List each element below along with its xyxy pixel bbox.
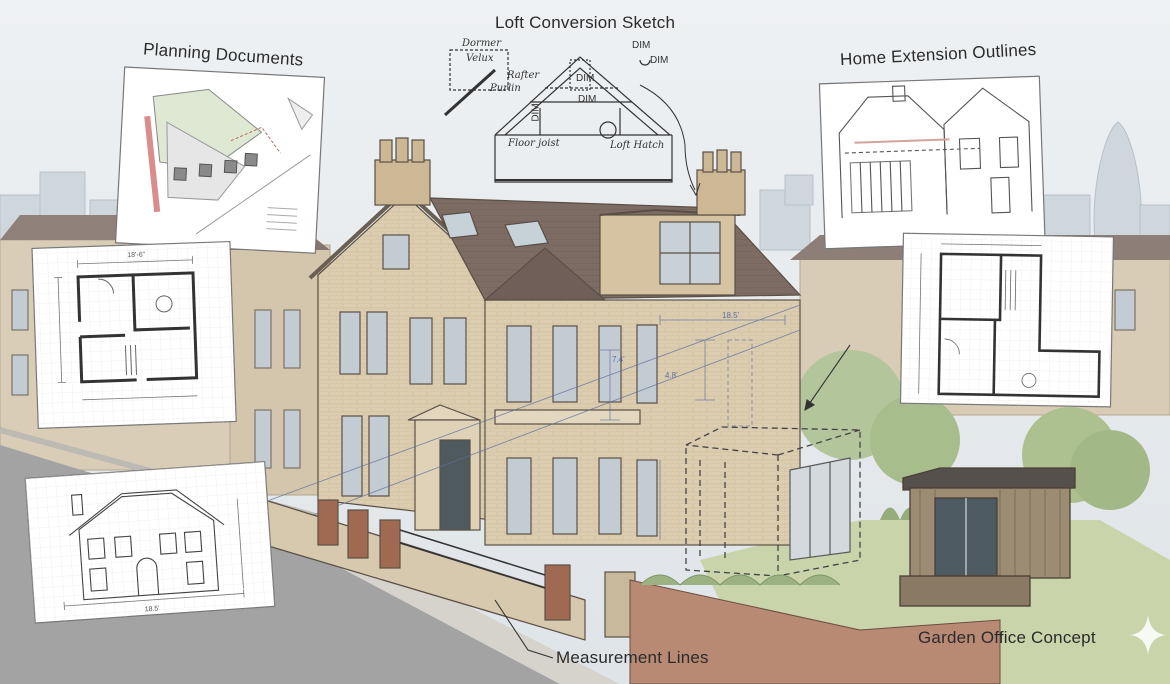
loft-hatch-annotation: Loft Hatch: [610, 140, 665, 151]
planning-documents-sheet: [114, 66, 326, 254]
dim-annotation-2: DIM: [578, 94, 597, 105]
dim-label-2: 7.4': [612, 355, 625, 364]
dim-annotation-4: DIM: [650, 55, 669, 66]
hedge: [639, 574, 841, 586]
elevation-sheet: 18.5': [24, 461, 276, 624]
garden-office-concept-label: Garden Office Concept: [918, 628, 1096, 647]
leader-lines: [494, 344, 851, 659]
measurement-lines: [269, 304, 801, 540]
floor-plan-sheet: 18'-6": [31, 240, 237, 429]
measurement-lines-label: Measurement Lines: [556, 648, 709, 667]
dim-label-1: 18.5': [722, 311, 740, 320]
floor-joist-annotation: Floor joist: [508, 138, 560, 149]
garden-office: [899, 467, 1076, 607]
floor-plan-dim: 18'-6": [127, 252, 146, 260]
dim-annotation-5: DIM: [530, 103, 542, 122]
sparkle-icon: [1130, 615, 1166, 655]
extension-plan-sheet: [899, 232, 1115, 408]
extension-outline: [685, 426, 861, 577]
dim-label-3: 4.8': [665, 371, 678, 380]
dim-annotation-3: DIM: [632, 40, 651, 51]
extension-glazing: [789, 457, 851, 561]
front-wall: [264, 499, 636, 641]
velux-annotation: Velux: [466, 53, 494, 64]
loft-conversion-sketch-label: Loft Conversion Sketch: [495, 13, 676, 32]
loft-sketch: [443, 49, 701, 197]
home-extension-sheet: [818, 75, 1046, 250]
main-house: [308, 137, 802, 546]
side-wall: [629, 579, 1001, 684]
dormer-annotation: Dormer: [462, 38, 501, 49]
purlin-annotation: Purlin: [490, 83, 521, 94]
dim-annotation-1: DIM: [576, 73, 595, 84]
elevation-dim: 18.5': [144, 605, 159, 613]
rafter-annotation: Rafter: [507, 70, 540, 81]
